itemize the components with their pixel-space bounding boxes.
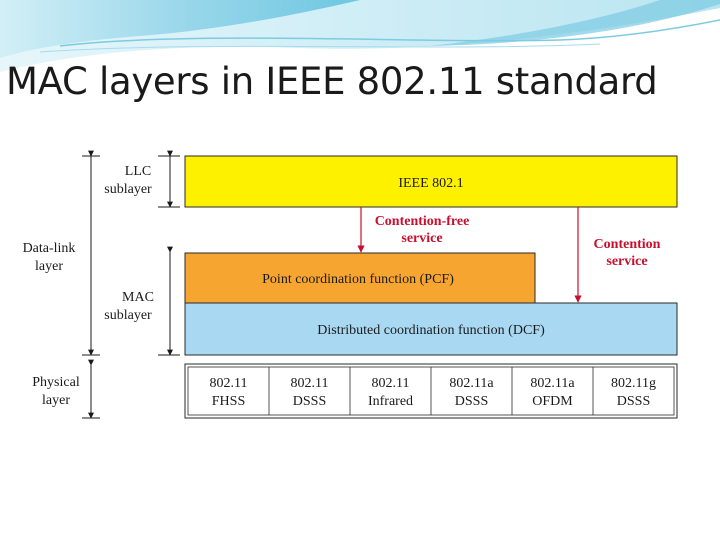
physical-cell-standard: 802.11g xyxy=(611,376,656,391)
physical-cell-standard: 802.11 xyxy=(210,376,248,391)
contention-free-label-line1: Contention-free xyxy=(375,214,470,229)
mac-sublayer-label-line2: sublayer xyxy=(104,308,152,323)
llc-sublayer-label-line2: sublayer xyxy=(104,182,152,197)
physical-layer-label-line2: layer xyxy=(42,393,70,408)
contention-free-label-line2: service xyxy=(401,231,442,246)
physical-cell-technology: DSSS xyxy=(455,394,488,409)
pcf-label: Point coordination function (PCF) xyxy=(262,272,454,287)
physical-cell-technology: FHSS xyxy=(212,394,245,409)
llc-sublayer-label-line1: LLC xyxy=(125,164,151,179)
physical-cell-technology: Infrared xyxy=(368,394,413,409)
physical-cell-standard: 802.11a xyxy=(530,376,575,391)
physical-cell-technology: OFDM xyxy=(532,394,573,409)
ieee-8021-label: IEEE 802.1 xyxy=(398,176,463,191)
mac-sublayer-label-line1: MAC xyxy=(122,290,154,305)
contention-label-line2: service xyxy=(606,254,647,269)
dcf-label: Distributed coordination function (DCF) xyxy=(317,323,545,338)
physical-layer-label-line1: Physical xyxy=(32,375,80,390)
datalink-layer-label-line2: layer xyxy=(35,259,63,274)
physical-cell-standard: 802.11 xyxy=(291,376,329,391)
contention-label-line1: Contention xyxy=(594,237,661,252)
physical-cell-standard: 802.11 xyxy=(372,376,410,391)
physical-cell-technology: DSSS xyxy=(293,394,326,409)
physical-cell-standard: 802.11a xyxy=(449,376,494,391)
datalink-layer-label-line1: Data-link xyxy=(23,241,76,256)
physical-cell-technology: DSSS xyxy=(617,394,650,409)
